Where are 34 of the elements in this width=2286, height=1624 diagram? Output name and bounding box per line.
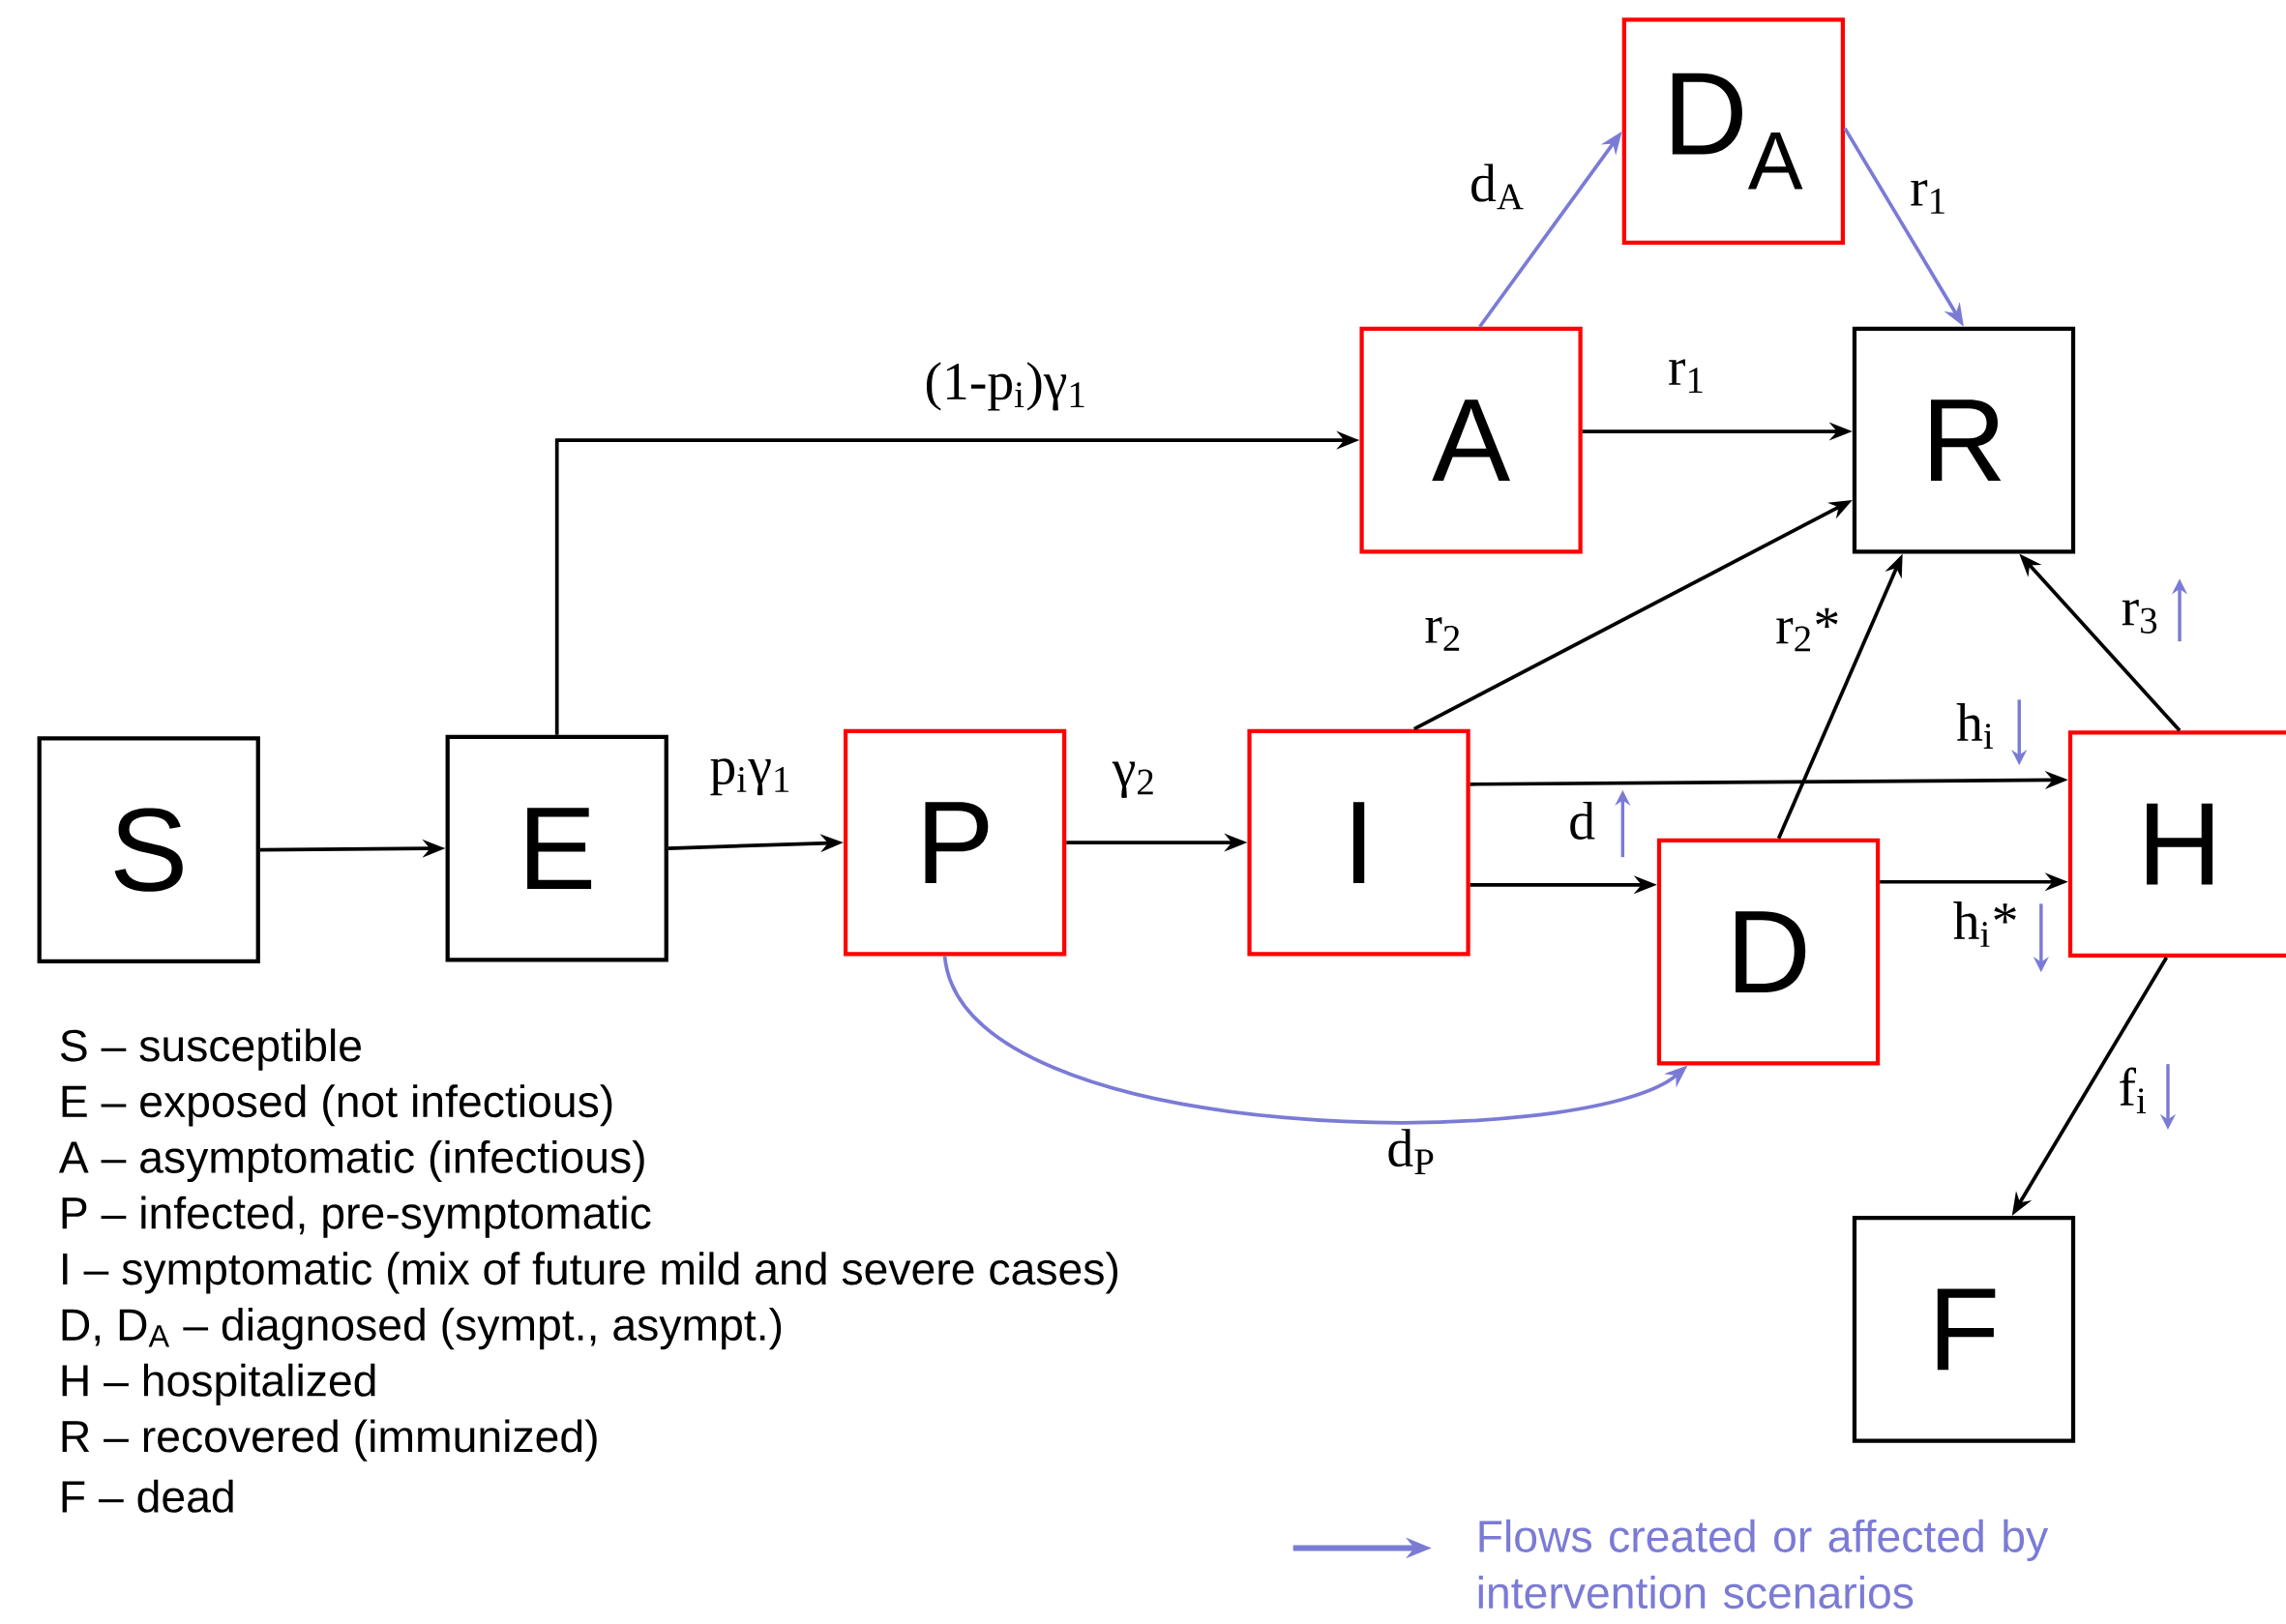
state-box: D$_{A}$ (1621, 17, 1845, 246)
edge-label: d (1565, 799, 1598, 842)
state-box: H (2067, 730, 2286, 959)
definition-text: S – susceptible (60, 1028, 361, 1071)
definition-text: A – asymptomatic (infectious) (58, 1140, 644, 1183)
edge-label: r$_{2}$* (1772, 605, 1843, 655)
edge-label: d$_{P}$ (1383, 1126, 1439, 1177)
edge-label: p$_{i}$γ$_{1}$ (706, 755, 795, 798)
state-box: P (843, 728, 1067, 957)
edge-label: f$_{i}$ (2115, 1065, 2151, 1116)
state-box: I (1247, 728, 1470, 957)
state-box: R (1852, 326, 2076, 554)
edge-label: r$_{2}$ (1421, 614, 1466, 654)
state-box: A (1359, 326, 1583, 554)
edge-label: r$_{1}$ (1665, 357, 1708, 396)
edge-label: h$_{i}$* (1950, 899, 2022, 950)
edge-label: r$_{3}$ (2119, 597, 2162, 636)
definition-text: E – exposed (not infectious) (62, 1084, 612, 1127)
definition-text: I – symptomatic (mix of future mild and severe cases) (63, 1252, 1117, 1294)
edge-label: r$_{1}$ (1907, 177, 1951, 217)
definition-text: P – infected, pre-symptomatic (62, 1196, 651, 1238)
state-box: F (1852, 1216, 2076, 1443)
definition-text: F – dead (62, 1479, 233, 1513)
legend-text: Flows created or affected by intervention scenarios (1478, 1519, 2049, 1609)
state-box: E (445, 734, 668, 962)
state-box: S (37, 736, 260, 964)
definition-text: R – recovered (immunized) (62, 1419, 597, 1462)
edge-label: d$_{A}$ (1467, 161, 1528, 213)
definition-text: H – hospitalized (62, 1363, 375, 1406)
definition-text: D, D$_{A}$ – diagnosed (sympt., asympt.) (62, 1308, 782, 1350)
state-box: D (1656, 838, 1881, 1066)
edge-label: (1-p$_{i}$)γ$_{1}$ (921, 359, 1090, 414)
edge-label: h$_{i}$ (1953, 700, 1998, 752)
edge-label: γ$_{2}$ (1110, 759, 1159, 801)
